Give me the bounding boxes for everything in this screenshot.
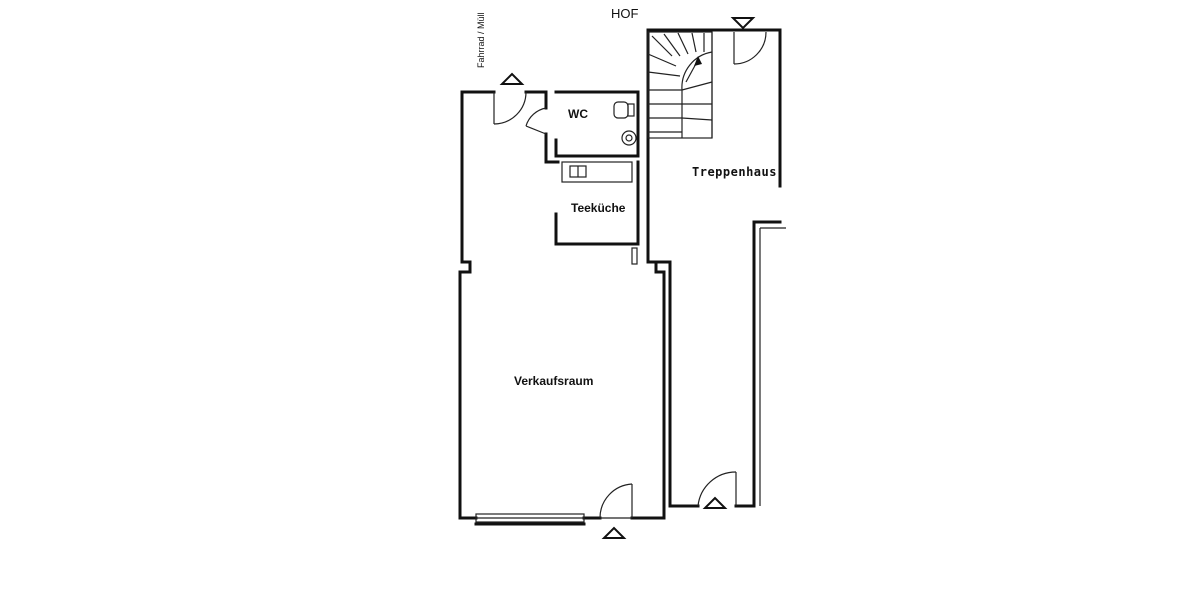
entrance-triangle-icon <box>601 526 627 539</box>
teekueche-room <box>554 160 640 265</box>
entrance-triangle-icon <box>730 17 756 30</box>
label-treppenhaus: Treppenhaus <box>692 165 777 179</box>
label-teekueche: Teeküche <box>571 201 626 215</box>
entrance-triangle-icon <box>702 496 728 509</box>
treppenhaus-walls <box>646 28 786 508</box>
spiral-stair-icon <box>647 31 713 139</box>
label-fahrrad-muell: Fahrrad / Müll <box>476 12 486 68</box>
label-verkaufsraum: Verkaufsraum <box>514 374 593 388</box>
doors-right <box>697 31 767 507</box>
sink-icon <box>621 130 637 146</box>
doors-left <box>493 91 633 519</box>
counter-icon <box>561 161 633 183</box>
wc-room <box>544 90 640 164</box>
toilet-icon <box>613 101 629 119</box>
entrance-triangle-icon <box>499 72 525 85</box>
label-hof: HOF <box>611 6 639 21</box>
shop-window <box>474 513 586 526</box>
label-wc: WC <box>568 107 588 121</box>
